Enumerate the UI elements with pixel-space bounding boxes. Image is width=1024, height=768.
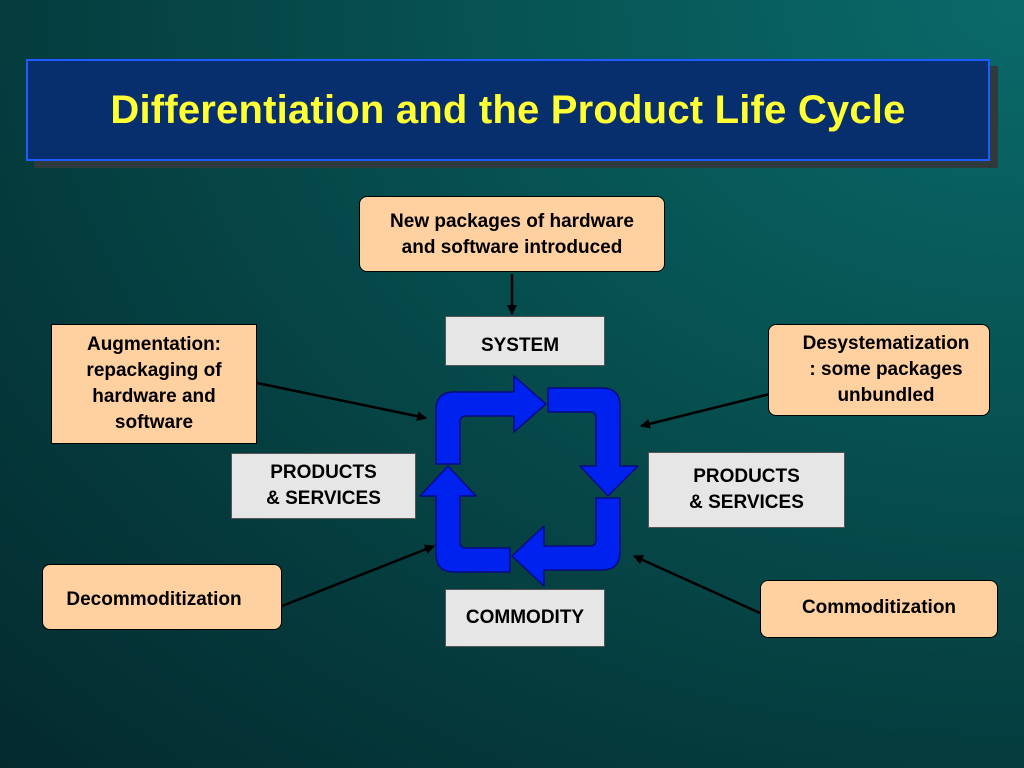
decommoditization-box: Decommoditization xyxy=(42,564,282,630)
slide-title: Differentiation and the Product Life Cyc… xyxy=(110,87,906,132)
cycle-arrow-right xyxy=(547,387,639,497)
new-packages-box: New packages of hardware and software in… xyxy=(359,196,665,272)
cycle-arrow-top xyxy=(435,375,547,465)
cycle-arrows xyxy=(419,375,639,587)
arrow-decommoditization-to-cycle xyxy=(281,544,435,608)
commoditization-box: Commoditization xyxy=(760,580,998,638)
cycle-arrow-bottom xyxy=(511,497,621,587)
title-banner: Differentiation and the Product Life Cyc… xyxy=(26,59,990,161)
products-services-left-box: PRODUCTS & SERVICES xyxy=(231,453,416,519)
commodity-box: COMMODITY xyxy=(445,589,605,647)
cycle-arrow-left xyxy=(419,465,511,573)
arrow-augmentation-to-cycle xyxy=(256,381,427,422)
arrow-commoditization-to-cycle xyxy=(633,554,761,615)
arrow-desystematization-to-cycle xyxy=(640,390,779,429)
products-services-right-box: PRODUCTS & SERVICES xyxy=(648,452,845,528)
desystematization-box: Desystematization : some packages unbund… xyxy=(768,324,990,416)
augmentation-box: Augmentation: repackaging of hardware an… xyxy=(51,324,257,444)
system-box: SYSTEM xyxy=(445,316,605,366)
